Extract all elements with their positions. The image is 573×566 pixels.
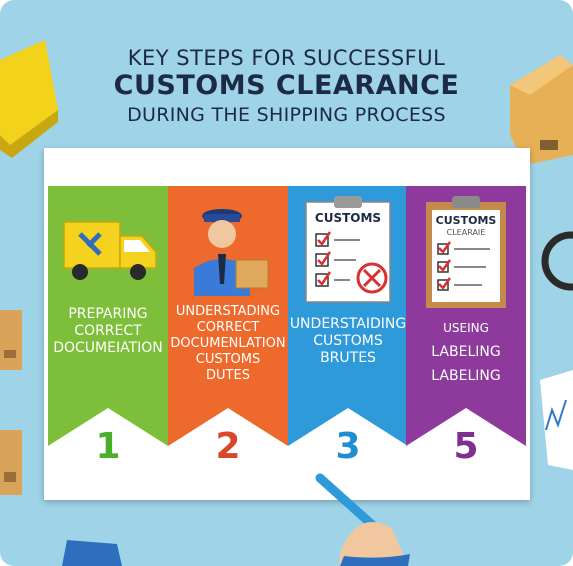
yellow-truck-corner-icon	[0, 40, 58, 158]
title-line-2: CUSTOMS CLEARANCE	[113, 70, 460, 101]
step-2-label-line-1: UNDERSTADING	[175, 304, 281, 319]
step-4-clipboard-title: CUSTOMS	[435, 214, 497, 227]
step-1-label-line-1: PREPARING	[68, 306, 148, 322]
hand-with-pen-icon	[315, 473, 410, 566]
title-line-3: DURING THE SHIPPING PROCESS	[127, 104, 446, 126]
blue-book-bottom-icon	[62, 540, 122, 566]
document-chart-right-icon	[540, 370, 573, 470]
step-1-label-line-3: DOCUMEIATION	[53, 340, 163, 356]
step-2-label-line-5: DUTES	[206, 368, 250, 383]
step-4-label-line-1: USEING	[443, 321, 489, 335]
step-column-3: CUSTOMS UNDERSTAIDING CUSTOMS BRUTES 3	[288, 186, 408, 491]
step-4-label-line-2: LABELING	[431, 344, 501, 360]
cardboard-box-top-right-icon	[510, 55, 573, 165]
step-4-label-line-3: LABELING	[431, 368, 501, 384]
step-2-label-line-3: DOCUMENLATION	[170, 336, 286, 351]
delivery-truck-icon	[63, 221, 157, 280]
step-2-number: 2	[215, 426, 241, 467]
step-3-label-line-1: UNDERSTAIDING	[289, 316, 407, 332]
step-column-4: CUSTOMS CLEARAIE USEING LABELING LABELIN…	[406, 186, 526, 491]
step-3-number: 3	[335, 426, 361, 467]
cardboard-box-bottom-left-icon	[0, 430, 22, 495]
step-column-2: UNDERSTADING CORRECT DOCUMENLATION CUSTO…	[168, 186, 288, 491]
customs-checklist-icon	[305, 196, 391, 303]
step-3-clipboard-title: CUSTOMS	[314, 211, 382, 225]
step-4-number: 5	[453, 426, 479, 467]
title-line-1: KEY STEPS FOR SUCCESSFUL	[127, 46, 446, 70]
customs-officer-icon	[194, 209, 269, 296]
step-1-label-line-2: CORRECT	[74, 323, 142, 339]
step-4-clipboard-subtitle: CLEARAIE	[446, 228, 486, 237]
cardboard-box-left-icon	[0, 310, 22, 370]
step-2-label-line-2: CORRECT	[196, 320, 260, 335]
step-3-label-line-3: BRUTES	[320, 350, 376, 366]
step-column-1: PREPARING CORRECT DOCUMEIATION 1	[48, 186, 168, 491]
magnifier-edge-icon	[541, 231, 573, 291]
step-2-label-line-4: CUSTOMS	[195, 352, 261, 367]
step-3-label-line-2: CUSTOMS	[313, 333, 383, 349]
step-1-number: 1	[95, 426, 121, 467]
customs-clipboard-icon	[426, 196, 506, 308]
